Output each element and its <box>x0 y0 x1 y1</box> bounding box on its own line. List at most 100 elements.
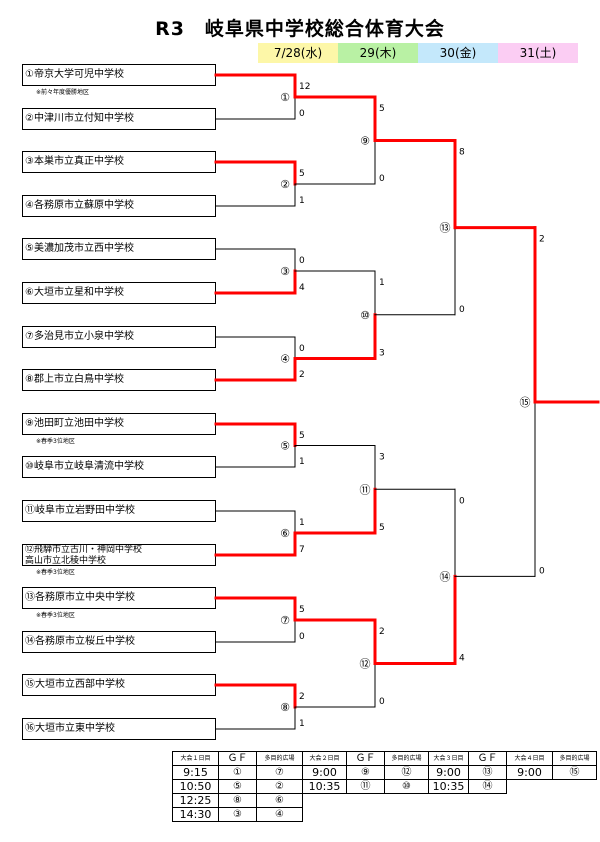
schedule-cell: 9:00 <box>428 765 469 780</box>
match-label: ⑧ <box>280 701 290 714</box>
score: 5 <box>299 605 305 615</box>
match-label: ⑨ <box>360 135 370 148</box>
team-box: ②中津川市立付知中学校 <box>22 108 216 130</box>
score: 1 <box>379 278 385 288</box>
schedule-header: 多目的広場 <box>552 751 597 766</box>
match-label-bg <box>357 307 373 322</box>
score: 3 <box>379 349 385 359</box>
match-label: ⑮ <box>520 396 531 409</box>
score: 0 <box>459 305 465 315</box>
schedule-cell <box>553 794 597 808</box>
score: 5 <box>379 104 385 114</box>
team-note: ※春季3位地区 <box>36 438 75 445</box>
match-label: ⑪ <box>360 483 371 496</box>
schedule-header: 多目的広場 <box>384 751 429 766</box>
match-label-bg <box>277 177 293 191</box>
score: 5 <box>299 169 305 179</box>
team-name: ⑭各務原市立桜丘中学校 <box>25 636 135 647</box>
match-label-bg <box>517 395 533 409</box>
schedule-cell <box>507 808 553 822</box>
schedule-cell: ⑩ <box>384 779 429 794</box>
match-label: ② <box>280 178 290 191</box>
schedule-cell: ⑦ <box>256 765 303 780</box>
team-name-2: 高山市立北稜中学校 <box>25 556 107 566</box>
match-label: ⑦ <box>280 614 290 627</box>
score: 5 <box>379 523 385 533</box>
team-name: ⑤美濃加茂市立西中学校 <box>25 243 134 254</box>
team-box: ⑭各務原市立桜丘中学校 <box>22 631 216 653</box>
team-name: ⑩岐阜市立岐阜清流中学校 <box>25 461 144 472</box>
schedule-cell: 10:35 <box>302 779 347 794</box>
score: 2 <box>299 370 305 380</box>
match-label: ④ <box>280 353 290 366</box>
team-note: ※前々年度優勝地区 <box>36 89 90 96</box>
score: 0 <box>299 256 305 266</box>
score: 2 <box>379 627 385 637</box>
schedule-cell <box>303 808 347 822</box>
schedule-header: 大会１日目 <box>172 751 219 766</box>
match-label: ⑥ <box>280 527 290 540</box>
match-label: ⑩ <box>360 309 370 322</box>
score: 0 <box>379 697 385 707</box>
team-name: ⑥大垣市立星和中学校 <box>25 287 124 298</box>
team-box: ⑥大垣市立星和中学校 <box>22 282 216 304</box>
team-box: ③本巣市立真正中学校 <box>22 151 216 173</box>
score: 0 <box>379 174 385 184</box>
team-name: ⑨池田町立池田中学校 <box>25 418 124 429</box>
schedule-cell <box>553 780 597 794</box>
team-box: ①帝京大学可児中学校 <box>22 64 216 86</box>
schedule-cell <box>469 794 507 808</box>
score: 0 <box>299 109 305 119</box>
team-name: ⑫飛騨市立古川・神岡中学校 <box>25 545 143 555</box>
team-name: ③本巣市立真正中学校 <box>25 156 124 167</box>
score: 0 <box>539 566 545 576</box>
team-name: ②中津川市立付知中学校 <box>25 113 134 124</box>
team-box: ⑪岐阜市立岩野田中学校 <box>22 500 216 522</box>
schedule-cell <box>507 780 553 794</box>
page-title: R3 岐阜県中学校総合体育大会 <box>155 18 445 40</box>
schedule-cell: 12:25 <box>172 793 219 808</box>
schedule-header: ＧＦ <box>468 751 507 766</box>
score: 0 <box>459 496 465 506</box>
schedule-cell: 10:50 <box>172 779 219 794</box>
schedule-cell: 9:00 <box>506 765 553 780</box>
schedule-cell <box>469 808 507 822</box>
match-label-bg <box>357 133 373 148</box>
match-label-bg <box>277 264 293 278</box>
team-name: ⑯大垣市立東中学校 <box>25 723 115 734</box>
schedule-header: 大会３日目 <box>428 751 469 766</box>
score: 2 <box>539 235 545 245</box>
team-box: ⑫飛騨市立古川・神岡中学校高山市立北稜中学校 <box>22 544 216 566</box>
schedule-cell: ⑫ <box>384 765 429 780</box>
schedule-cell <box>553 808 597 822</box>
team-name: ⑪岐阜市立岩野田中学校 <box>25 505 135 516</box>
schedule-cell: ⑬ <box>468 765 507 780</box>
team-name: ④各務原市立蘇原中学校 <box>25 200 134 211</box>
schedule-cell <box>429 794 469 808</box>
score: 5 <box>299 431 305 441</box>
schedule-cell <box>303 794 347 808</box>
score: 3 <box>379 453 385 463</box>
schedule-cell: ⑧ <box>218 793 257 808</box>
team-name: ⑬各務原市立中央中学校 <box>25 592 135 603</box>
score: 2 <box>299 692 305 702</box>
match-label-bg <box>277 526 293 540</box>
date-label-4: 31(土) <box>498 43 578 63</box>
schedule-header: ＧＦ <box>218 751 257 766</box>
match-label-bg <box>437 569 453 584</box>
schedule-header: 多目的広場 <box>256 751 303 766</box>
match-label: ① <box>280 91 290 104</box>
schedule-cell <box>347 794 385 808</box>
schedule-cell <box>385 794 429 808</box>
match-label-bg <box>277 700 293 714</box>
team-box: ⑬各務原市立中央中学校 <box>22 587 216 609</box>
schedule-cell: ⑥ <box>256 793 303 808</box>
schedule-cell: ③ <box>218 807 257 822</box>
date-label-2: 29(木) <box>338 43 418 63</box>
schedule-cell: ④ <box>256 807 303 822</box>
schedule-header: 大会４日目 <box>506 751 553 766</box>
score: 8 <box>459 148 465 158</box>
score: 1 <box>299 518 305 528</box>
match-label-bg <box>277 613 293 627</box>
